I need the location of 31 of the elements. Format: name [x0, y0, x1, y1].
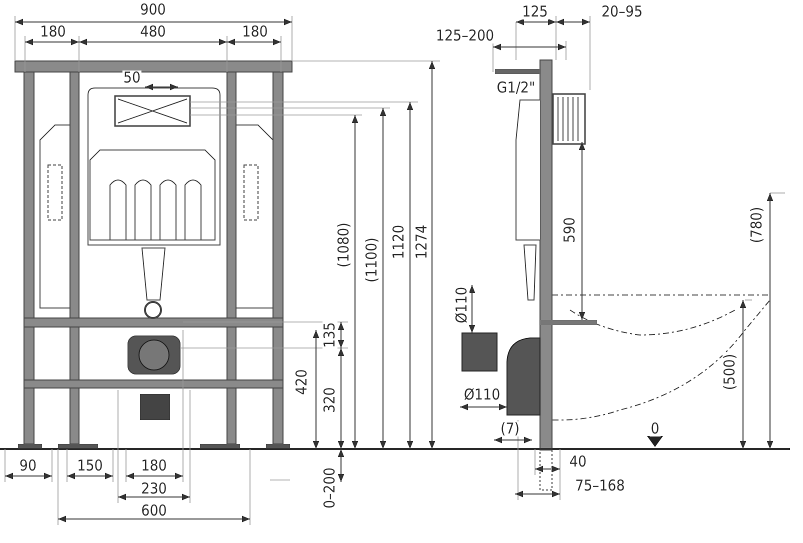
dimension-label: 180 — [241, 24, 269, 40]
dimension-label: (1080) — [336, 222, 352, 268]
dimension-label: Ø110 — [454, 286, 470, 324]
dimension-label: (500) — [722, 352, 738, 392]
dimension-label: 75–168 — [574, 478, 626, 494]
dimension-label: 50 — [122, 70, 142, 86]
dimension-label: 150 — [76, 458, 104, 474]
dimension-label: 135 — [322, 321, 338, 349]
dimension-label: 20–95 — [600, 4, 644, 20]
dimension-label: G1/2" — [496, 80, 536, 96]
dimension-label: 600 — [140, 504, 168, 518]
dimension-label: (1100) — [364, 236, 380, 284]
dimension-label: 125–200 — [434, 28, 496, 44]
dimension-label: 1120 — [392, 224, 406, 260]
dimension-label: Ø110 — [462, 388, 502, 402]
dimension-label: (780) — [750, 206, 764, 244]
dimension-label: 320 — [322, 386, 338, 414]
dimension-label: (7) — [499, 422, 521, 436]
dimension-label: 40 — [568, 454, 588, 470]
dimension-label: 1274 — [414, 224, 430, 260]
dimension-label: 230 — [140, 482, 168, 496]
dimension-label: 900 — [139, 2, 167, 18]
dimension-label: 420 — [294, 368, 310, 396]
dimension-label: 90 — [18, 458, 38, 474]
dimension-label: 0 — [650, 422, 660, 436]
dimension-label: 180 — [39, 24, 67, 40]
dimension-label: 0–200 — [322, 466, 338, 510]
dimension-label: 125 — [521, 4, 549, 20]
dimension-label: 480 — [139, 24, 167, 40]
dimension-label: 590 — [562, 216, 578, 244]
dimension-label: 180 — [140, 458, 168, 474]
